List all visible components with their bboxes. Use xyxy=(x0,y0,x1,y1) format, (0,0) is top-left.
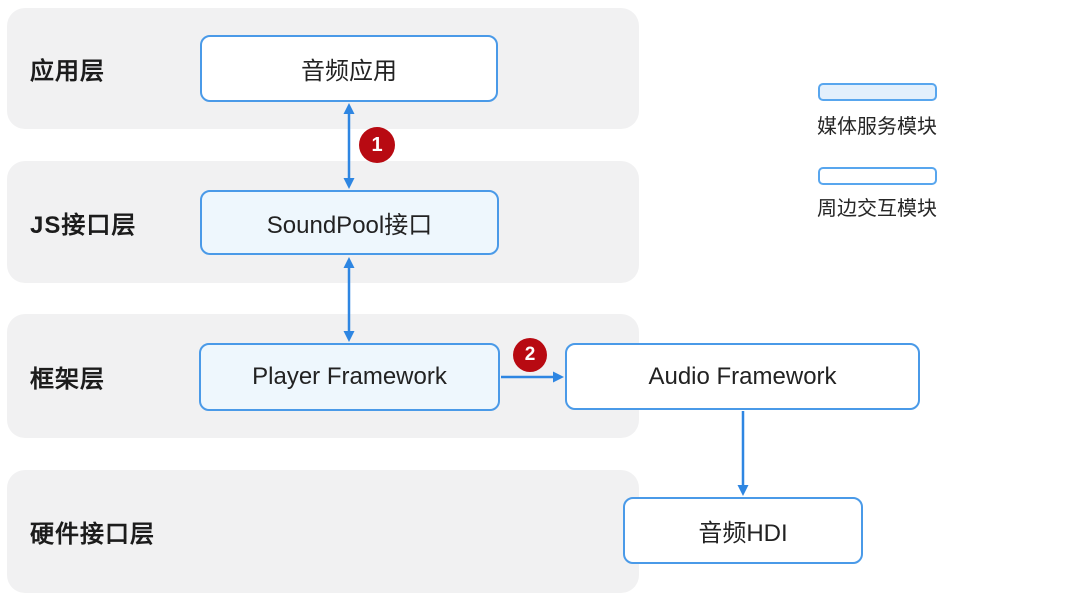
node-soundpool-interface: SoundPool接口 xyxy=(200,190,499,255)
layer-label-application: 应用层 xyxy=(30,58,105,85)
node-player-framework: Player Framework xyxy=(199,343,500,411)
layer-label-hardware-interface: 硬件接口层 xyxy=(30,521,155,548)
node-audio-hdi-label: 音频HDI xyxy=(698,520,788,547)
node-soundpool-label: SoundPool接口 xyxy=(266,212,433,239)
legend-label-peripheral-interaction: 周边交互模块 xyxy=(817,198,937,220)
node-audio-app-label: 音频应用 xyxy=(301,58,397,85)
node-player-framework-label: Player Framework xyxy=(252,363,447,390)
node-audio-hdi: 音频HDI xyxy=(623,497,863,564)
layer-band-hardware-interface: 硬件接口层 xyxy=(7,470,639,593)
layer-band-js-interface: JS接口层 xyxy=(7,161,639,283)
node-audio-framework-label: Audio Framework xyxy=(648,362,837,390)
node-audio-app: 音频应用 xyxy=(200,35,498,102)
legend-swatch-peripheral-interaction xyxy=(818,167,937,185)
step-2-badge: 2 xyxy=(513,338,547,372)
arrow-audiofw-hdi xyxy=(737,411,749,496)
step-1-badge: 1 xyxy=(359,127,395,163)
legend-swatch-media-service xyxy=(818,83,937,101)
layer-label-framework: 框架层 xyxy=(30,365,105,393)
legend-label-media-service: 媒体服务模块 xyxy=(817,116,937,138)
layer-label-js-interface: JS接口层 xyxy=(30,211,137,239)
node-audio-framework: Audio Framework xyxy=(565,343,920,410)
